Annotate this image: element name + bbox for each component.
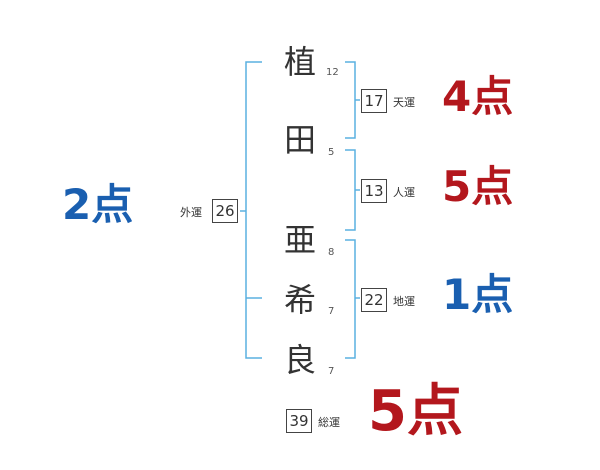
souun-label: 総運 bbox=[318, 416, 340, 429]
jinun-label: 人運 bbox=[393, 186, 415, 199]
tenun-score: 4点 bbox=[442, 72, 514, 121]
stroke-count-1: 12 bbox=[326, 67, 339, 78]
souun-value-box: 39 bbox=[286, 409, 312, 433]
tenun-bracket bbox=[345, 61, 356, 139]
stroke-count-4: 7 bbox=[328, 306, 335, 317]
tenun-label: 天運 bbox=[393, 96, 415, 109]
tenun-value-box: 17 bbox=[361, 89, 387, 113]
name-char-5: 良 bbox=[284, 341, 317, 379]
chiun-score: 1点 bbox=[442, 270, 514, 319]
jinun-value-box: 13 bbox=[361, 179, 387, 203]
name-char-2: 田 bbox=[284, 121, 317, 159]
chiun-value-box: 22 bbox=[361, 288, 387, 312]
jinun-score: 5点 bbox=[442, 162, 514, 211]
chiun-bracket bbox=[345, 239, 356, 359]
souun-score: 5点 bbox=[368, 379, 463, 444]
gaiun-value-box: 26 bbox=[212, 199, 238, 223]
jinun-bracket bbox=[345, 149, 356, 231]
gaiun-score: 2点 bbox=[62, 180, 134, 229]
stroke-count-5: 7 bbox=[328, 366, 335, 377]
stroke-count-3: 8 bbox=[328, 247, 335, 258]
stroke-count-2: 5 bbox=[328, 147, 335, 158]
name-char-3: 亜 bbox=[284, 221, 317, 259]
gaiun-label: 外運 bbox=[180, 206, 202, 219]
chiun-label: 地運 bbox=[393, 295, 415, 308]
name-char-4: 希 bbox=[284, 281, 317, 319]
name-char-1: 植 bbox=[284, 43, 317, 81]
gaiun-bracket bbox=[245, 61, 262, 359]
